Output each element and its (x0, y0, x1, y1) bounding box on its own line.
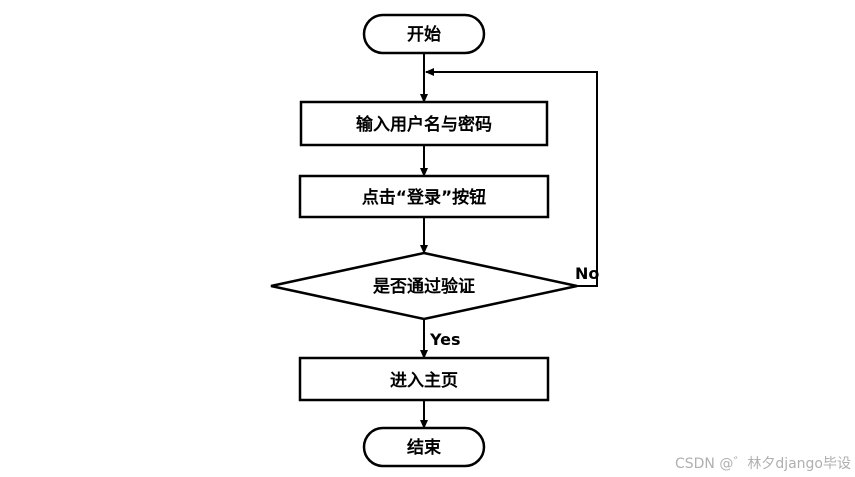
click-login-label: 点击“登录”按钮 (362, 187, 486, 208)
input-credentials-label: 输入用户名与密码 (356, 114, 492, 135)
end-node: 结束 (362, 426, 486, 468)
watermark-text: CSDN @゛林夕django毕设 (675, 456, 851, 472)
click-login-node: 点击“登录”按钮 (298, 174, 550, 219)
enter-home-node: 进入主页 (298, 356, 550, 402)
start-node: 开始 (362, 13, 486, 55)
input-credentials-node: 输入用户名与密码 (299, 100, 549, 147)
enter-home-label: 进入主页 (390, 370, 458, 391)
arrow-no-loop (425, 68, 598, 287)
decision-label: 是否通过验证 (373, 276, 475, 297)
start-label: 开始 (407, 24, 441, 45)
yes-label: Yes (429, 330, 461, 349)
no-label: No (575, 264, 599, 283)
end-label: 结束 (407, 437, 441, 458)
decision-node: 是否通过验证 (270, 251, 578, 321)
